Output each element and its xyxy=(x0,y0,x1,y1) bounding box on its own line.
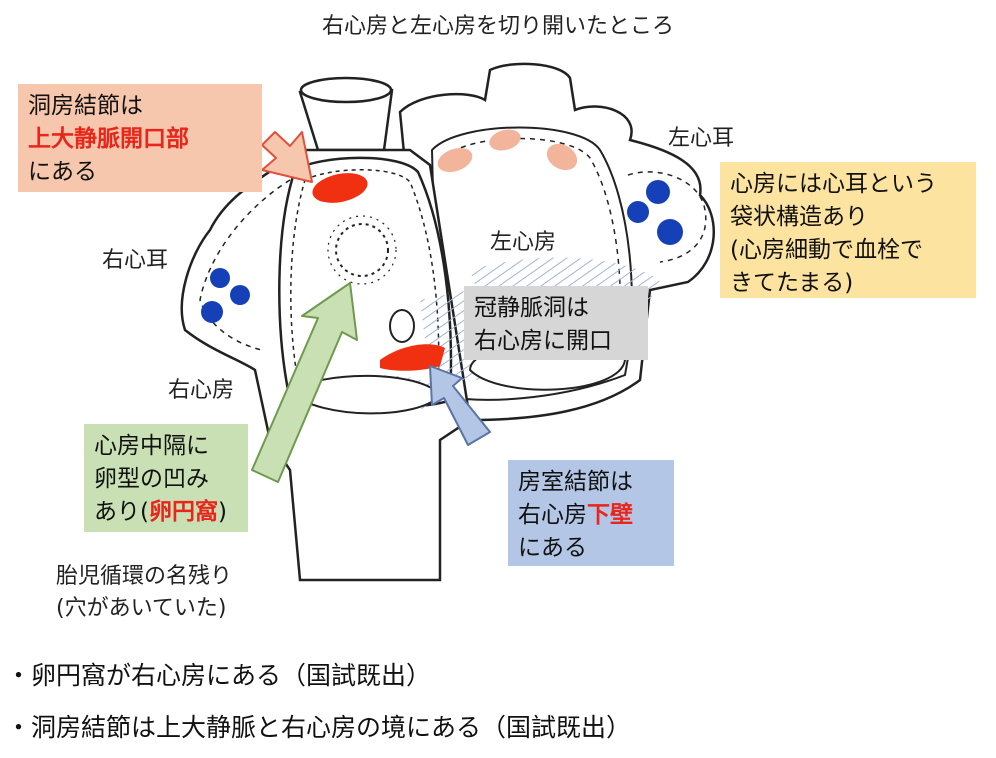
fossa-ovalis-line1: 心房中隔に xyxy=(94,433,209,459)
fossa-ovalis-line3: あり(卵円窩) xyxy=(94,496,238,529)
right-auricle-trabecula xyxy=(201,301,223,323)
sa-node-line3: にある xyxy=(28,159,97,185)
sa-node-line1: 洞房結節は xyxy=(28,93,143,119)
label-fetal-remnant-1: 胎児循環の名残り xyxy=(56,564,233,589)
left-auricle-trabecula xyxy=(657,219,683,245)
fossa-ovalis-callout: 心房中隔に 卵型の凹み あり(卵円窩) xyxy=(84,424,248,532)
pulmonary-vein-opening xyxy=(437,147,473,173)
av-node-line1: 房室結節は xyxy=(518,469,633,495)
note-sa-node: ・洞房結節は上大静脈と右心房の境にある（国試既出） xyxy=(6,713,632,742)
label-left-auricle: 左心耳 xyxy=(668,126,735,151)
av-node-line2: 右心房下壁 xyxy=(518,499,664,532)
coronary-sinus-callout: 冠静脈洞は 右心房に開口 xyxy=(464,286,648,360)
auricle-line3: (心房細動で血栓で xyxy=(730,237,923,263)
av-node-location: 下壁 xyxy=(587,502,633,528)
label-fetal-remnant-2: (穴があいていた) xyxy=(56,596,227,621)
sa-node xyxy=(312,173,368,203)
fossa-ovalis-arrow xyxy=(251,282,358,483)
auricle-line4: きてたまる) xyxy=(730,270,854,296)
auricle-line1: 心房には心耳という xyxy=(730,171,937,197)
right-auricle-trabecula xyxy=(230,285,250,305)
note-fossa-ovalis: ・卵円窩が右心房にある（国試既出） xyxy=(6,661,432,690)
label-right-atrium: 右心房 xyxy=(168,378,235,403)
pulmonary-vein-opening xyxy=(546,143,578,171)
av-node-arrow xyxy=(429,365,491,446)
auricle-callout: 心房には心耳という 袋状構造あり (心房細動で血栓で きてたまる) xyxy=(720,162,976,298)
av-node xyxy=(380,344,445,371)
left-auricle-trabecula xyxy=(646,180,670,204)
sa-node-location: 上大静脈開口部 xyxy=(28,126,189,152)
fossa-ovalis xyxy=(335,223,389,277)
av-node-prefix: 右心房 xyxy=(518,502,587,528)
left-auricle-trabecula xyxy=(627,201,649,223)
sa-node-arrow xyxy=(261,131,313,183)
right-auricle-trabecula xyxy=(210,268,230,288)
pulmonary-vein-opening xyxy=(489,129,521,151)
fossa-ovalis-suffix: ) xyxy=(217,499,227,525)
coronary-sinus-line1: 冠静脈洞は xyxy=(474,295,589,321)
diagram-title: 右心房と左心房を切り開いたところ xyxy=(321,14,674,39)
fossa-ovalis-prefix: あり( xyxy=(94,499,149,525)
av-node-callout: 房室結節は 右心房下壁 にある xyxy=(508,460,674,566)
label-right-auricle: 右心耳 xyxy=(102,248,169,273)
auricle-line2: 袋状構造あり xyxy=(730,204,868,230)
sa-node-callout: 洞房結節は 上大静脈開口部 にある xyxy=(18,84,262,192)
label-left-atrium: 左心房 xyxy=(490,230,557,255)
coronary-sinus-opening xyxy=(389,309,415,343)
av-node-line3: にある xyxy=(518,535,587,561)
fossa-ovalis-line2: 卵型の凹み xyxy=(94,466,209,492)
coronary-sinus-line2: 右心房に開口 xyxy=(474,328,612,354)
fossa-ovalis-term: 卵円窩 xyxy=(148,499,218,525)
